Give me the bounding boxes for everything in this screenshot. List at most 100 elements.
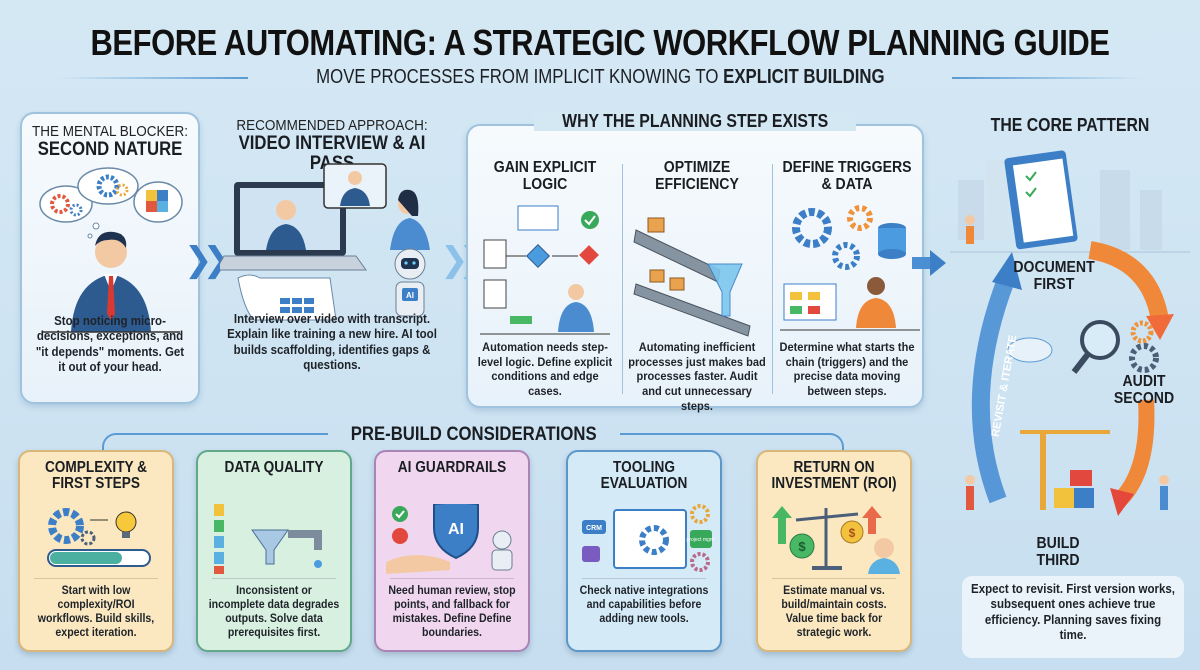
mental-blocker-heading: SECOND NATURE bbox=[37, 138, 183, 160]
why-column-body: Automating inefficient processes just ma… bbox=[628, 340, 766, 413]
card-body: Start with low complexity/ROI workflows.… bbox=[37, 585, 155, 640]
why-planning-heading-wrap: WHY THE PLANNING STEP EXISTS bbox=[468, 112, 922, 132]
column-divider bbox=[772, 164, 773, 394]
gear-icon bbox=[832, 242, 860, 270]
crane-icon bbox=[1040, 430, 1046, 510]
coin-icon bbox=[840, 520, 864, 544]
column-divider bbox=[622, 164, 623, 394]
tooling-integration-illustration: CRM project mgmt bbox=[582, 504, 714, 572]
svg-text:AI: AI bbox=[448, 521, 464, 538]
gear-icon bbox=[639, 525, 669, 555]
card-divider bbox=[212, 578, 336, 579]
why-column-heading: OPTIMIZE EFFICIENCY bbox=[655, 159, 739, 193]
card-roi: RETURN ON INVESTMENT (ROI) $ $ Estimate … bbox=[756, 450, 912, 652]
arrow-up-icon bbox=[772, 506, 792, 544]
recommended-body: Interview over video with transcript. Ex… bbox=[227, 312, 437, 372]
why-column-body: Automation needs step-level logic. Defin… bbox=[477, 340, 613, 398]
mental-blocker-label: THE MENTAL BLOCKER: bbox=[31, 123, 189, 140]
card-divider bbox=[772, 578, 896, 579]
core-step-label: AUDIT SECOND bbox=[1113, 373, 1175, 407]
database-icon bbox=[878, 249, 906, 259]
core-pattern-header: THE CORE PATTERN bbox=[950, 116, 1190, 135]
card-complexity: COMPLEXITY & FIRST STEPS Start with low … bbox=[18, 450, 174, 652]
subtitle: MOVE PROCESSES FROM IMPLICIT KNOWING TO … bbox=[316, 66, 884, 89]
faucet-icon bbox=[288, 530, 322, 550]
card-heading: TOOLING EVALUATION bbox=[600, 459, 688, 493]
flowchart-illustration bbox=[480, 205, 610, 335]
subtitle-divider-left bbox=[57, 76, 248, 79]
card-heading: RETURN ON INVESTMENT (ROI) bbox=[771, 459, 897, 493]
card-ai-guardrails: AI GUARDRAILS AI Need human review, stop… bbox=[374, 450, 530, 652]
subtitle-bold: EXPLICIT BUILDING bbox=[722, 66, 885, 88]
arrow-up-icon bbox=[862, 506, 882, 534]
why-planning-heading: WHY THE PLANNING STEP EXISTS bbox=[561, 111, 829, 131]
card-divider bbox=[390, 578, 514, 579]
gear-icon bbox=[48, 508, 84, 544]
card-tooling: TOOLING EVALUATION CRM project mgmt Chec… bbox=[566, 450, 722, 652]
mental-blocker-body: Stop noticing micro-decisions, exception… bbox=[35, 314, 185, 374]
ai-shield-illustration: AI bbox=[386, 504, 513, 574]
coin-icon bbox=[789, 533, 815, 559]
core-step-document: DOCUMENT FIRST bbox=[1004, 259, 1104, 294]
card-divider bbox=[34, 578, 158, 579]
svg-text:$: $ bbox=[849, 526, 856, 540]
core-body-box: Expect to revisit. First version works, … bbox=[962, 576, 1184, 658]
conveyor-funnel-illustration bbox=[633, 217, 751, 337]
core-pattern-heading: THE CORE PATTERN bbox=[990, 115, 1150, 135]
why-column-heading: GAIN EXPLICIT LOGIC bbox=[493, 159, 597, 193]
funnel-icon bbox=[707, 263, 743, 317]
funnel-icon bbox=[251, 529, 289, 565]
core-pattern-cycle-illustration bbox=[950, 150, 1190, 516]
recommended-header: RECOMMENDED APPROACH: VIDEO INTERVIEW & … bbox=[212, 118, 452, 174]
pre-build-header: PRE-BUILD CONSIDERATIONS bbox=[0, 424, 1074, 446]
shield-icon bbox=[433, 504, 479, 560]
recommended-label: RECOMMENDED APPROACH: bbox=[236, 117, 428, 134]
core-step-label: BUILD THIRD bbox=[1036, 535, 1080, 569]
card-heading: COMPLEXITY & FIRST STEPS bbox=[44, 459, 148, 493]
pre-build-heading: PRE-BUILD CONSIDERATIONS bbox=[351, 424, 597, 445]
core-pattern-panel: THE CORE PATTERN REVISIT & ITERATE DOCUM… bbox=[950, 112, 1190, 662]
subtitle-row: MOVE PROCESSES FROM IMPLICIT KNOWING TO … bbox=[0, 66, 1200, 89]
data-funnel-illustration bbox=[214, 504, 322, 574]
magnifier-icon bbox=[1080, 320, 1120, 360]
subtitle-divider-right bbox=[952, 76, 1143, 79]
lightbulb-icon bbox=[115, 511, 137, 533]
pre-build-bracket-left bbox=[102, 433, 328, 451]
svg-text:project mgmt: project mgmt bbox=[687, 537, 714, 543]
check-icon bbox=[392, 506, 408, 522]
card-data-quality: DATA QUALITY Inconsistent or incomplete … bbox=[196, 450, 352, 652]
svg-text:AI: AI bbox=[406, 291, 414, 300]
why-column-logic: GAIN EXPLICIT LOGIC Automation needs ste… bbox=[470, 159, 620, 400]
subtitle-plain: MOVE PROCESSES FROM IMPLICIT KNOWING TO bbox=[315, 66, 723, 88]
gear-icon bbox=[847, 205, 873, 231]
confused-businessman-illustration bbox=[39, 167, 183, 333]
core-pattern-body: Expect to revisit. First version works, … bbox=[971, 582, 1175, 642]
arrow-right-icon bbox=[912, 250, 946, 276]
mental-blocker-header: THE MENTAL BLOCKER: SECOND NATURE bbox=[22, 124, 198, 160]
robot-icon bbox=[492, 530, 512, 550]
core-step-build: BUILD THIRD bbox=[1010, 535, 1106, 570]
balance-scale-illustration: $ $ bbox=[772, 506, 900, 574]
triggers-data-illustration bbox=[780, 205, 920, 331]
why-planning-panel: WHY THE PLANNING STEP EXISTS GAIN EXPLIC… bbox=[466, 112, 924, 413]
pre-build-bracket-right bbox=[620, 433, 844, 451]
card-heading: DATA QUALITY bbox=[224, 459, 324, 476]
why-column-triggers: DEFINE TRIGGERS & DATA Determine what st… bbox=[772, 159, 922, 400]
card-body: Need human review, stop points, and fall… bbox=[388, 585, 516, 640]
svg-text:CRM: CRM bbox=[586, 525, 602, 532]
card-body: Estimate manual vs. build/maintain costs… bbox=[781, 585, 887, 640]
mental-blocker-panel: THE MENTAL BLOCKER: SECOND NATURE Stop n… bbox=[20, 112, 200, 404]
card-divider bbox=[582, 578, 706, 579]
app-window-icon bbox=[613, 509, 687, 569]
page-title: BEFORE AUTOMATING: A STRATEGIC WORKFLOW … bbox=[90, 22, 1110, 63]
card-heading: AI GUARDRAILS bbox=[397, 459, 507, 476]
recommended-approach-panel: RECOMMENDED APPROACH: VIDEO INTERVIEW & … bbox=[212, 112, 452, 404]
core-step-audit: AUDIT SECOND bbox=[1098, 373, 1190, 408]
gear-icon bbox=[792, 208, 832, 248]
why-column-body: Determine what starts the chain (trigger… bbox=[779, 340, 915, 398]
gear-lightbulb-illustration bbox=[47, 508, 151, 567]
why-column-heading: DEFINE TRIGGERS & DATA bbox=[782, 159, 912, 193]
core-step-label: DOCUMENT FIRST bbox=[1013, 259, 1095, 293]
video-call-window bbox=[323, 163, 387, 209]
x-icon bbox=[392, 528, 408, 544]
